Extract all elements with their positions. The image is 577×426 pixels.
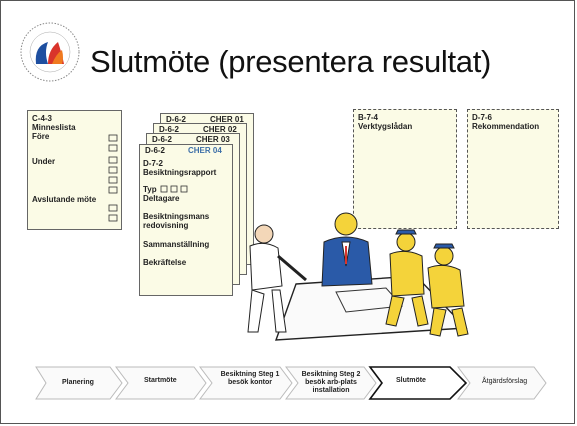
tab-label-2: CHER 02 xyxy=(203,125,237,134)
toolbox-label: Verktygslådan xyxy=(358,122,413,131)
report-inspector-b: redovisning xyxy=(143,221,189,230)
process-label-startmote: Startmöte xyxy=(144,377,177,384)
slide-title: Slutmöte (presentera resultat) xyxy=(90,44,492,79)
tab-code-4: D-6-2 xyxy=(145,146,166,155)
checklist-code: C-4-3 xyxy=(32,114,53,123)
report-title: Besiktningsrapport xyxy=(143,168,217,177)
toolbox-box: B-7-4 Verktygslådan xyxy=(353,109,457,229)
process-label-atgardsforslag: Åtgärdsförslag xyxy=(482,378,528,385)
process-step-planering[interactable] xyxy=(35,366,123,400)
report-confirmation: Bekräftelse xyxy=(143,258,187,267)
process-label-besiktning-2: Besiktning Steg 2 besök arb-plats instal… xyxy=(301,371,361,394)
process-label-planering: Planering xyxy=(62,379,94,386)
report-type: Typ xyxy=(143,185,157,194)
process-step-slutmote[interactable] xyxy=(368,366,468,400)
report-summary: Sammanställning xyxy=(143,240,210,249)
meeting-illustration xyxy=(247,212,469,341)
organization-logo-icon xyxy=(20,22,80,82)
tab-code-3: D-6-2 xyxy=(152,135,173,144)
recommendation-code: D-7-6 xyxy=(472,113,493,122)
person-center-icon xyxy=(321,212,373,287)
process-step-besiktning-2[interactable] xyxy=(285,366,377,400)
report-inspector-a: Besiktningsmans xyxy=(143,212,210,221)
person-right-2-icon xyxy=(427,243,469,337)
process-label-besiktning-1: Besiktning Steg 1 besök kontor xyxy=(220,371,280,386)
tab-label-3: CHER 03 xyxy=(196,135,230,144)
process-step-besiktning-1[interactable] xyxy=(199,366,293,400)
checklist-before: Före xyxy=(32,132,50,141)
tab-label-4: CHER 04 xyxy=(188,146,222,155)
checklist-name: Minneslista xyxy=(32,123,76,132)
process-step-startmote[interactable] xyxy=(115,366,207,400)
checklist-final-meeting: Avslutande möte xyxy=(32,195,97,204)
tab-label-1: CHER 01 xyxy=(210,115,244,124)
report-code: D-7-2 xyxy=(143,159,164,168)
person-left-icon xyxy=(247,224,307,333)
checkbox-column-icon xyxy=(108,134,118,222)
process-label-slutmote: Slutmöte xyxy=(396,377,426,384)
tab-code-2: D-6-2 xyxy=(159,125,180,134)
checklist-card: C-4-3 Minneslista Före Under Avslutande … xyxy=(27,110,122,230)
tab-code-1: D-6-2 xyxy=(166,115,187,124)
recommendation-box: D-7-6 Rekommendation xyxy=(467,109,559,229)
report-participants: Deltagare xyxy=(143,194,180,203)
type-checkboxes-icon xyxy=(160,185,188,193)
recommendation-label: Rekommendation xyxy=(472,122,540,131)
process-step-atgardsforslag[interactable] xyxy=(457,366,547,400)
toolbox-code: B-7-4 xyxy=(358,113,379,122)
checklist-during: Under xyxy=(32,157,56,166)
person-right-1-icon xyxy=(385,229,429,327)
report-sheet-1 xyxy=(139,144,233,296)
